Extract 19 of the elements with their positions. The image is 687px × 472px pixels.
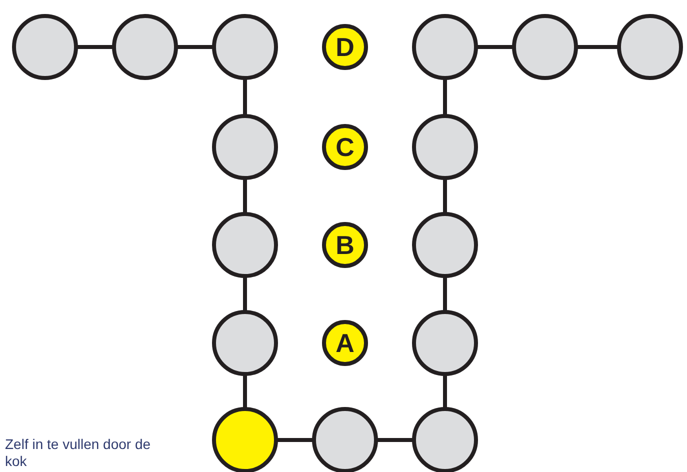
connector-line (243, 179, 247, 213)
letter-badge: C (322, 124, 368, 170)
note-text: Zelf in te vullen door de kok (5, 436, 152, 470)
connector-line (443, 179, 447, 213)
connector-line (377, 438, 413, 442)
letter-badge: D (322, 24, 368, 70)
letter-badge: A (322, 320, 368, 366)
connector-line (243, 79, 247, 115)
connector-line (77, 45, 113, 49)
connector-line (443, 277, 447, 311)
connector-line (443, 79, 447, 115)
connector-line (243, 375, 247, 408)
connector-line (477, 45, 513, 49)
connector-line (177, 45, 213, 49)
connector-line (577, 45, 618, 49)
letter-badge: B (322, 222, 368, 268)
connector-line (277, 438, 313, 442)
connector-line (443, 375, 447, 408)
connector-line (243, 277, 247, 311)
